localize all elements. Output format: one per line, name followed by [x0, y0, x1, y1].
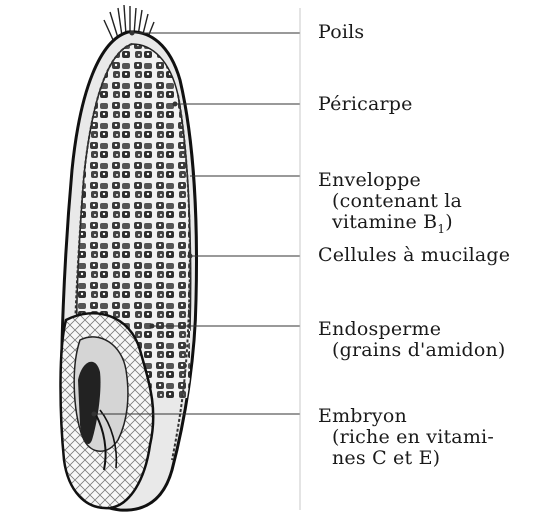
label-pericarpe: Péricarpe — [318, 94, 413, 115]
label-enveloppe: Enveloppe (contenant la vitamine B1) — [318, 170, 462, 240]
label-endosperme: Endosperme (grains d'amidon) — [318, 319, 506, 361]
label-embryon: Embryon (riche en vitami- nes C et E) — [318, 406, 494, 469]
label-enveloppe-vitamin: vitamine B1) — [318, 212, 462, 240]
label-cellules: Cellules à mucilage — [318, 245, 510, 266]
label-poils: Poils — [318, 22, 364, 43]
